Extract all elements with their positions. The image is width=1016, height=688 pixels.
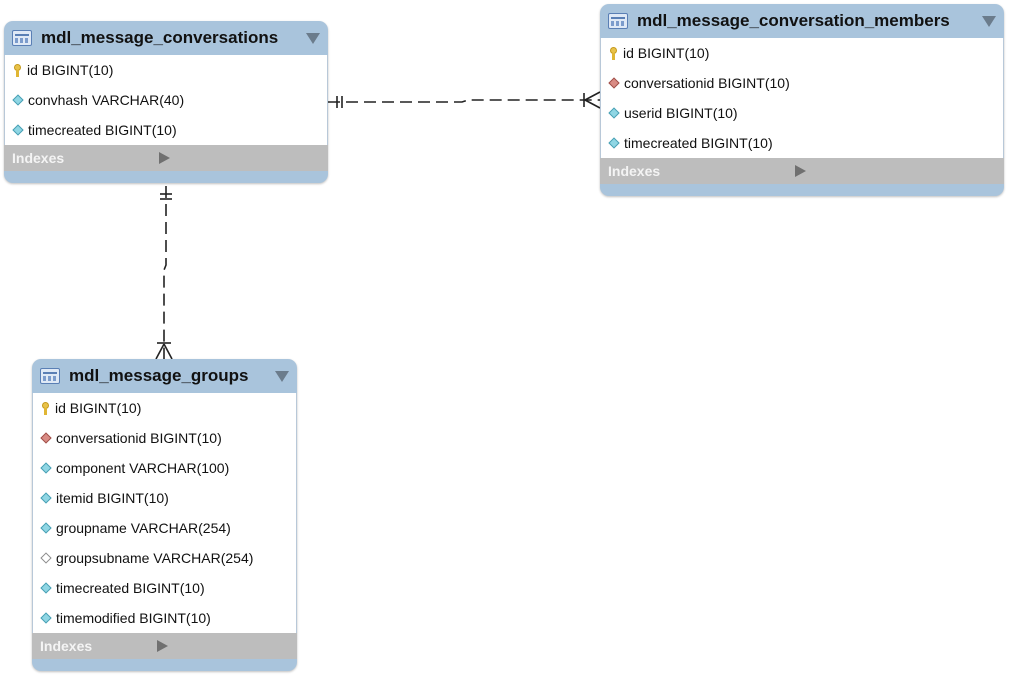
primary-key-icon (41, 401, 50, 415)
column-icon (40, 582, 52, 594)
collapse-toggle-icon[interactable] (275, 370, 289, 382)
table-mdl-message-groups[interactable]: mdl_message_groups id BIGINT(10) convers… (32, 359, 297, 671)
column-list: id BIGINT(10) conversationid BIGINT(10) … (32, 393, 297, 633)
indexes-section[interactable]: Indexes (32, 633, 297, 659)
column-icon (40, 612, 52, 624)
table-icon (12, 30, 32, 46)
column-label: groupname VARCHAR(254) (56, 520, 231, 536)
column-label: id BIGINT(10) (55, 400, 142, 416)
column-row[interactable]: timecreated BIGINT(10) (601, 128, 1003, 158)
column-row[interactable]: id BIGINT(10) (33, 393, 296, 423)
column-label: component VARCHAR(100) (56, 460, 230, 476)
table-footer (32, 659, 297, 671)
primary-key-icon (609, 46, 618, 60)
column-label: groupsubname VARCHAR(254) (56, 550, 254, 566)
column-label: timecreated BIGINT(10) (28, 122, 177, 138)
column-icon (608, 137, 620, 149)
column-label: conversationid BIGINT(10) (56, 430, 222, 446)
table-footer (600, 184, 1004, 196)
table-title: mdl_message_groups (69, 366, 249, 385)
column-row[interactable]: groupname VARCHAR(254) (33, 513, 296, 543)
column-row[interactable]: component VARCHAR(100) (33, 453, 296, 483)
column-row[interactable]: itemid BIGINT(10) (33, 483, 296, 513)
column-icon (40, 522, 52, 534)
expand-arrow-icon[interactable] (794, 165, 993, 177)
indexes-section[interactable]: Indexes (4, 145, 328, 171)
column-icon (12, 94, 24, 106)
column-row[interactable]: groupsubname VARCHAR(254) (33, 543, 296, 573)
table-header[interactable]: mdl_message_groups (32, 359, 297, 393)
column-row[interactable]: conversationid BIGINT(10) (601, 68, 1003, 98)
column-label: itemid BIGINT(10) (56, 490, 169, 506)
column-label: timemodified BIGINT(10) (56, 610, 211, 626)
table-mdl-message-conversation-members[interactable]: mdl_message_conversation_members id BIGI… (600, 4, 1004, 196)
primary-key-icon (13, 63, 22, 77)
table-title: mdl_message_conversation_members (637, 11, 950, 30)
table-header[interactable]: mdl_message_conversations (4, 21, 328, 55)
column-row[interactable]: timemodified BIGINT(10) (33, 603, 296, 633)
column-label: userid BIGINT(10) (624, 105, 738, 121)
column-row[interactable]: conversationid BIGINT(10) (33, 423, 296, 453)
table-footer (4, 171, 328, 183)
column-row[interactable]: userid BIGINT(10) (601, 98, 1003, 128)
nullable-column-icon (40, 552, 52, 564)
expand-arrow-icon[interactable] (158, 152, 317, 164)
collapse-toggle-icon[interactable] (982, 15, 996, 27)
column-label: conversationid BIGINT(10) (624, 75, 790, 91)
column-label: id BIGINT(10) (623, 45, 710, 61)
column-row[interactable]: convhash VARCHAR(40) (5, 85, 327, 115)
column-label: timecreated BIGINT(10) (56, 580, 205, 596)
column-row[interactable]: timecreated BIGINT(10) (33, 573, 296, 603)
table-title: mdl_message_conversations (41, 28, 279, 47)
table-icon (608, 13, 628, 29)
indexes-section[interactable]: Indexes (600, 158, 1004, 184)
indexes-label: Indexes (40, 638, 93, 654)
column-label: convhash VARCHAR(40) (28, 92, 185, 108)
table-icon (40, 368, 60, 384)
table-header[interactable]: mdl_message_conversation_members (600, 4, 1004, 38)
column-list: id BIGINT(10) convhash VARCHAR(40) timec… (4, 55, 328, 145)
column-row[interactable]: timecreated BIGINT(10) (5, 115, 327, 145)
column-row[interactable]: id BIGINT(10) (5, 55, 327, 85)
column-label: id BIGINT(10) (27, 62, 114, 78)
column-row[interactable]: id BIGINT(10) (601, 38, 1003, 68)
indexes-label: Indexes (608, 163, 661, 179)
relationship-conversations-members (328, 91, 601, 109)
column-icon (608, 107, 620, 119)
expand-arrow-icon[interactable] (157, 640, 285, 652)
column-label: timecreated BIGINT(10) (624, 135, 773, 151)
column-icon (12, 124, 24, 136)
column-icon (40, 492, 52, 504)
column-icon (40, 462, 52, 474)
indexes-label: Indexes (12, 150, 65, 166)
foreign-key-icon (40, 432, 52, 444)
foreign-key-icon (608, 77, 620, 89)
collapse-toggle-icon[interactable] (306, 32, 320, 44)
relationship-conversations-groups (155, 186, 173, 360)
table-mdl-message-conversations[interactable]: mdl_message_conversations id BIGINT(10) … (4, 21, 328, 183)
column-list: id BIGINT(10) conversationid BIGINT(10) … (600, 38, 1004, 158)
